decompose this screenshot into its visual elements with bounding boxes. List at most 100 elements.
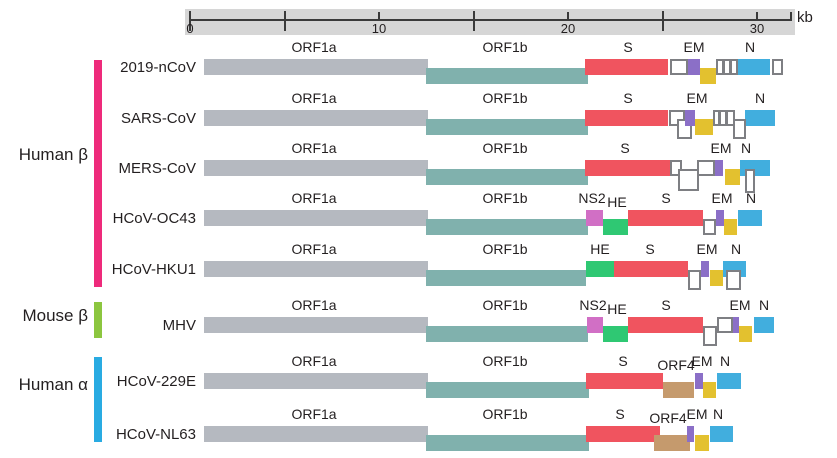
gene-label: ORF1a [291, 190, 337, 206]
ruler-tick-minor [567, 12, 569, 21]
gene-segment-orf1a [204, 261, 428, 277]
gene-label: ORF4 [657, 357, 695, 373]
virus-name-label: HCoV-NL63 [115, 426, 196, 443]
gene-segment-he [603, 326, 628, 342]
gene-segment-s [586, 426, 660, 442]
gene-segment-s [585, 110, 668, 126]
gene-segment-orf1b [426, 326, 588, 342]
ruler-tick-label: 30 [749, 21, 765, 36]
gene-segment-orf1b [426, 119, 588, 135]
gene-segment-accessory [697, 160, 715, 176]
gene-segment-s [585, 59, 668, 75]
gene-segment-orf1b [426, 270, 586, 286]
virus-name-label: SARS-CoV [120, 110, 196, 127]
gene-segment-e [688, 59, 700, 75]
gene-label: N [745, 190, 757, 206]
gene-label: EM [710, 140, 732, 156]
gene-segment-e [715, 160, 723, 176]
gene-label: S [623, 90, 633, 106]
ruler-tick-minor [378, 12, 380, 21]
gene-segment-e [687, 426, 694, 442]
ruler-unit-label: kb [797, 9, 813, 26]
gene-label: EM [683, 39, 705, 55]
gene-label: ORF1a [291, 297, 337, 313]
ruler-baseline [190, 19, 792, 21]
virus-name-label: HCoV-229E [116, 373, 196, 390]
gene-segment-s [586, 373, 663, 389]
gene-label: N [730, 241, 742, 257]
gene-segment-accessory [670, 59, 688, 75]
gene-segment-orf1a [204, 59, 428, 75]
gene-label: S [645, 241, 655, 257]
gene-segment-m [700, 68, 716, 84]
group-label-mouse_beta: Mouse β [22, 306, 88, 325]
gene-segment-accessory [678, 169, 699, 191]
virus-name-label: MHV [162, 317, 196, 334]
gene-label: N [758, 297, 770, 313]
gene-label: EM [696, 241, 718, 257]
gene-label: ORF1b [482, 190, 528, 206]
gene-segment-m [695, 119, 713, 135]
gene-segment-m [739, 326, 752, 342]
gene-label: EM [711, 190, 733, 206]
ruler-tick-minor [756, 12, 758, 21]
gene-segment-accessory [703, 219, 716, 235]
gene-segment-orf1b [426, 435, 589, 451]
group-bar-mouse_beta [94, 302, 102, 338]
gene-segment-orf1a [204, 210, 428, 226]
gene-segment-s [628, 210, 703, 226]
gene-segment-s [614, 261, 688, 277]
gene-segment-orf4 [654, 435, 690, 451]
virus-name-label: HCoV-OC43 [112, 210, 196, 227]
gene-segment-orf1a [204, 373, 428, 389]
gene-label: S [620, 140, 630, 156]
gene-segment-orf4 [663, 382, 694, 398]
gene-segment-he [586, 261, 614, 277]
gene-segment-ns2 [586, 210, 603, 226]
gene-segment-accessory [733, 119, 746, 139]
ruler-band [185, 9, 795, 35]
gene-segment-s [585, 160, 670, 176]
gene-label: ORF1a [291, 140, 337, 156]
gene-label: ORF1a [291, 90, 337, 106]
gene-label: N [744, 39, 756, 55]
gene-segment-m [724, 219, 737, 235]
gene-segment-n [738, 210, 762, 226]
gene-segment-orf1b [426, 219, 588, 235]
gene-label: HE [607, 194, 627, 210]
gene-label: EM [691, 353, 713, 369]
gene-segment-orf1b [426, 382, 589, 398]
gene-label: ORF1b [482, 241, 528, 257]
gene-label: N [719, 353, 731, 369]
gene-label: ORF1b [482, 353, 528, 369]
gene-segment-orf1a [204, 110, 428, 126]
gene-label: NS2 [578, 190, 606, 206]
gene-segment-accessory [717, 317, 733, 333]
gene-segment-orf1a [204, 426, 428, 442]
gene-segment-e [701, 261, 709, 277]
gene-segment-accessory [772, 59, 783, 75]
group-label-human_beta: Human β [18, 145, 88, 164]
gene-segment-accessory [745, 169, 755, 193]
gene-segment-e [716, 210, 724, 226]
ruler-tick-label: 10 [371, 21, 387, 36]
gene-segment-e [695, 373, 703, 389]
ruler-tick-major [189, 11, 191, 31]
gene-label: ORF1a [291, 406, 337, 422]
gene-label: EM [729, 297, 751, 313]
gene-label: HE [607, 301, 627, 317]
gene-segment-orf1a [204, 160, 428, 176]
gene-segment-orf1b [426, 68, 588, 84]
gene-segment-accessory [726, 110, 735, 126]
gene-segment-n [717, 373, 741, 389]
gene-segment-n [738, 59, 770, 75]
gene-segment-orf1a [204, 317, 428, 333]
ruler-tick-major [472, 11, 475, 31]
gene-label: ORF1b [482, 297, 528, 313]
gene-label: EM [686, 406, 708, 422]
gene-segment-accessory [726, 270, 741, 290]
gene-label: N [740, 140, 752, 156]
gene-segment-n [745, 110, 775, 126]
gene-label: S [618, 353, 628, 369]
